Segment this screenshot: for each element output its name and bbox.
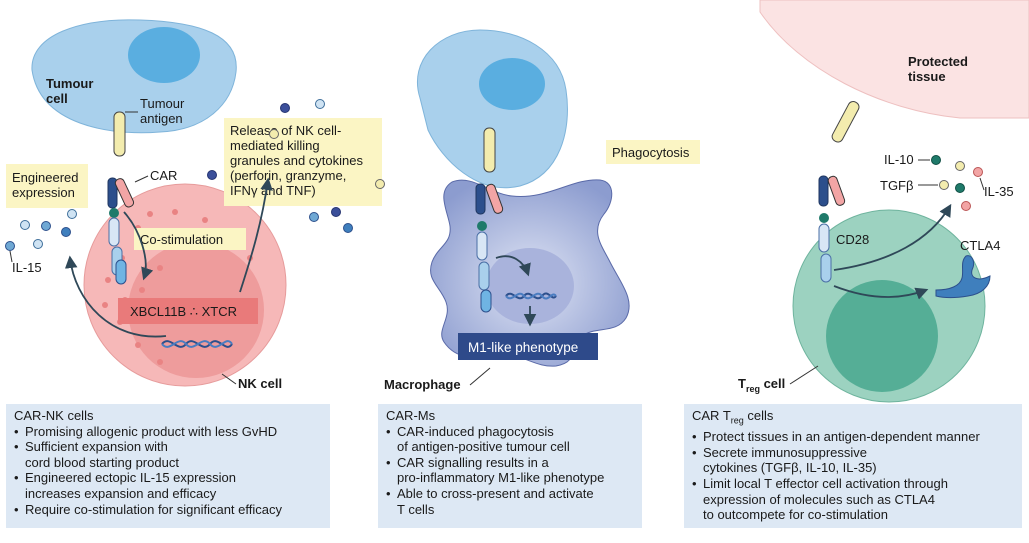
list-item: Require co-stimulation for significant e… — [14, 502, 322, 518]
list-item: Limit local T effector cell activation t… — [692, 476, 1014, 523]
list-item: Sufficient expansion with cord blood sta… — [14, 439, 322, 470]
nk-arrow-il15 — [64, 255, 167, 338]
treg-tgfb-label: TGFβ — [880, 178, 913, 193]
protected-tissue — [759, 0, 1029, 119]
nk-arrow-release — [239, 177, 273, 293]
treg-cytokine-dots — [931, 155, 983, 211]
nk-tumour-nucleus — [128, 27, 200, 83]
mac-phenotype-box — [458, 333, 598, 360]
treg-panel-title: CAR Treg cells — [692, 408, 774, 426]
nk-tf-box — [118, 298, 258, 324]
treg-il10-label: IL-10 — [884, 152, 914, 167]
list-item: Protect tissues in an antigen-dependent … — [692, 429, 1014, 445]
nk-il15-label: IL-15 — [12, 260, 42, 275]
mac-cell-label: Macrophage — [384, 377, 461, 392]
mac-tumour-antigen — [483, 127, 496, 173]
nk-il15-dots — [5, 209, 77, 251]
mac-car-receptor — [475, 183, 504, 313]
mac-phagocytosis-label: Phagocytosis — [612, 145, 690, 160]
nk-dna-icon — [161, 340, 233, 348]
ctla4-icon — [935, 255, 991, 298]
mac-phagocytosis-callout — [606, 140, 700, 164]
nk-car-receptor — [107, 177, 135, 285]
nk-release-callout — [224, 118, 382, 206]
treg-tissue-antigen — [831, 101, 860, 143]
nk-panel-title: CAR-NK cells — [14, 408, 94, 423]
mac-arrow-signal — [495, 255, 531, 277]
nk-car-label: CAR — [150, 168, 177, 183]
list-item: CAR signalling results in a pro-inflamma… — [386, 455, 634, 486]
treg-arrow-ctla4 — [833, 285, 929, 300]
nk-costim-label: Co-stimulation — [140, 232, 223, 247]
nk-tf-label: XBCL11B ∴ XTCR — [130, 304, 237, 319]
treg-il35-label: IL-35 — [984, 184, 1014, 199]
list-item: Promising allogenic product with less Gv… — [14, 424, 322, 440]
mac-nucleus — [486, 248, 574, 324]
mac-dna-icon — [505, 292, 557, 300]
treg-cell-nucleus — [826, 280, 938, 392]
nk-cell-label: NK cell — [238, 376, 282, 391]
mac-phenotype-label: M1-like phenotype — [468, 340, 578, 355]
list-item: Engineered ectopic IL-15 expression incr… — [14, 470, 322, 501]
treg-panel-list: Protect tissues in an antigen-dependent … — [692, 429, 1014, 523]
nk-arrow-costim — [123, 211, 154, 281]
list-item: Able to cross-present and activate T cel… — [386, 486, 634, 517]
treg-ctla4-label: CTLA4 — [960, 238, 1000, 253]
list-item: Secrete immunosuppressive cytokines (TGF… — [692, 445, 1014, 476]
list-item: CAR-induced phagocytosis of antigen-posi… — [386, 424, 634, 455]
treg-info-panel: CAR Treg cells Protect tissues in an ant… — [684, 404, 1022, 528]
treg-cd28-label: CD28 — [836, 232, 869, 247]
nk-panel-list: Promising allogenic product with less Gv… — [14, 424, 322, 518]
mac-info-panel: CAR-Ms CAR-induced phagocytosis of antig… — [378, 404, 642, 528]
nk-engineered-callout — [6, 164, 88, 208]
nk-costim-callout — [134, 228, 246, 250]
mac-panel-list: CAR-induced phagocytosis of antigen-posi… — [386, 424, 634, 518]
nk-tumour-antigen — [113, 111, 126, 157]
mac-panel-title: CAR-Ms — [386, 408, 436, 423]
treg-arrow-secretion — [833, 203, 952, 271]
treg-car-receptor — [818, 175, 846, 283]
nk-info-panel: CAR-NK cells Promising allogenic product… — [6, 404, 330, 528]
mac-tumour-nucleus — [479, 58, 545, 110]
nk-released-granules — [207, 99, 385, 233]
treg-cell-label: Treg cell — [738, 376, 785, 394]
